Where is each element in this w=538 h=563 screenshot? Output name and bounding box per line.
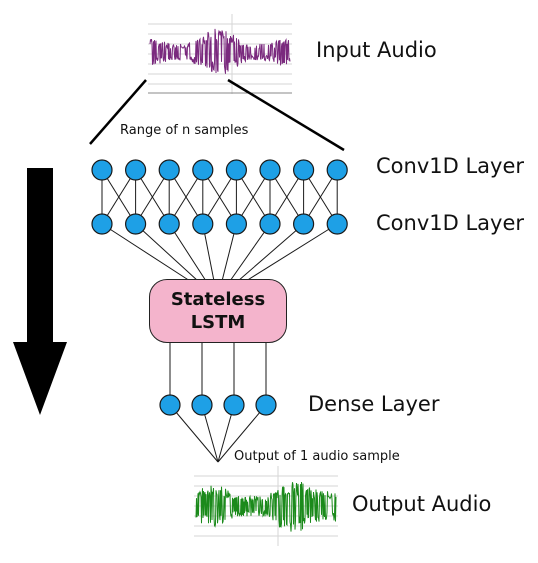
conv-edge <box>235 169 271 225</box>
stateless-lstm-block: Stateless LSTM <box>149 279 287 343</box>
lstm-label-line1: Stateless <box>170 288 266 310</box>
conv2-node <box>225 213 247 235</box>
conv-to-lstm-edge <box>168 223 207 282</box>
conv-edge <box>269 169 305 225</box>
conv1-node <box>91 159 113 181</box>
input-audio-waveform <box>148 14 292 94</box>
conv2-node <box>326 213 348 235</box>
range-line-left <box>89 79 147 145</box>
conv1-node <box>326 159 348 181</box>
range-of-samples-label: Range of n samples <box>120 123 249 138</box>
conv1-node <box>225 159 247 181</box>
conv-to-lstm-edge <box>101 223 191 282</box>
dense-node <box>191 394 213 416</box>
dense-to-output-edge <box>169 404 219 463</box>
conv2-node <box>192 213 214 235</box>
conv1-node <box>125 159 147 181</box>
conv1-node <box>293 159 315 181</box>
conv1d-layer-1-label: Conv1D Layer <box>376 154 525 178</box>
conv-to-lstm-edge <box>229 223 271 282</box>
conv1-node <box>158 159 180 181</box>
dense-node <box>223 394 245 416</box>
conv1-node <box>259 159 281 181</box>
down-arrow-icon <box>13 168 67 415</box>
conv1-node <box>192 159 214 181</box>
conv1d-layer-2-label: Conv1D Layer <box>376 211 525 235</box>
conv2-node <box>91 213 113 235</box>
dense-node <box>255 394 277 416</box>
conv2-node <box>158 213 180 235</box>
conv-to-lstm-edge <box>245 223 338 282</box>
input-audio-label: Input Audio <box>316 38 437 62</box>
dense-to-output-edge <box>217 404 267 463</box>
output-sample-label: Output of 1 audio sample <box>234 449 400 464</box>
conv-edge <box>303 169 338 225</box>
conv-to-lstm-edge <box>237 223 304 282</box>
dense-node <box>159 394 181 416</box>
dense-layer-label: Dense Layer <box>308 392 440 416</box>
lstm-label-line2: LSTM <box>190 312 246 333</box>
range-line-right <box>227 78 345 152</box>
conv2-node <box>293 213 315 235</box>
output-audio-label: Output Audio <box>352 492 492 516</box>
conv-edge <box>168 169 204 225</box>
conv-to-lstm-edge <box>135 223 199 282</box>
conv2-node <box>125 213 147 235</box>
conv2-node <box>259 213 281 235</box>
output-audio-waveform <box>194 466 338 546</box>
